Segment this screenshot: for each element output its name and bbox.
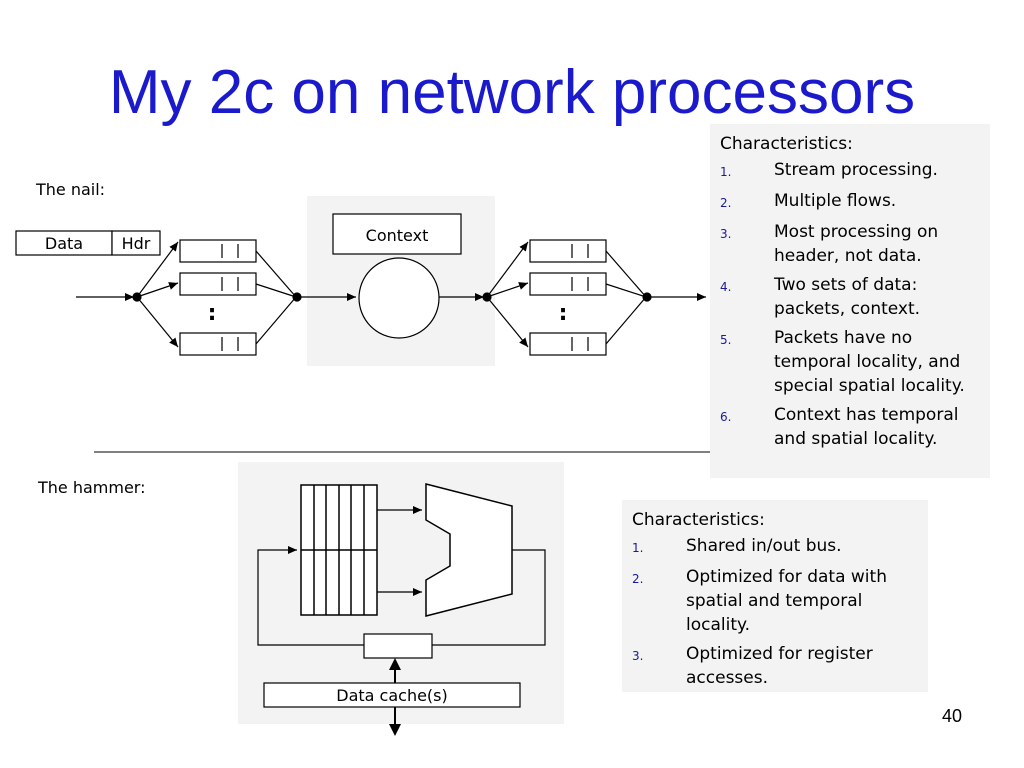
hammer-characteristics-heading: Characteristics: <box>632 510 765 530</box>
packet: Data Hdr <box>15 230 161 256</box>
input-queues <box>76 239 356 356</box>
hammer-label: The hammer: <box>38 478 146 497</box>
output-queues <box>439 239 706 356</box>
slide-title: My 2c on network processors <box>108 58 916 127</box>
alu-shape <box>425 483 513 617</box>
data-cache-label: Data cache(s) <box>336 686 448 705</box>
register-file <box>300 484 378 616</box>
list-item: 5.Packets have no temporal locality, and… <box>720 328 965 396</box>
list-item: 4.Two sets of data: packets, context. <box>720 275 921 319</box>
packet-hdr-label: Hdr <box>122 234 151 253</box>
data-cache-box <box>263 682 521 708</box>
list-item: 2.Multiple flows. <box>720 191 897 211</box>
bus-buffer <box>363 633 433 659</box>
list-item: 1.Shared in/out bus. <box>632 536 842 556</box>
hammer-characteristics: Characteristics: 1.Shared in/out bus. 2.… <box>622 500 928 692</box>
list-item: 2.Optimized for data with spatial and te… <box>632 567 887 635</box>
processor-circle <box>358 257 440 339</box>
packet-data-label: Data <box>45 234 83 253</box>
hammer-characteristics-list: 1.Shared in/out bus. 2.Optimized for dat… <box>632 534 918 690</box>
list-item: 6.Context has temporal and spatial local… <box>720 405 959 449</box>
list-item: 3.Optimized for register accesses. <box>632 644 873 688</box>
left-queue-ellipsis: : <box>208 301 217 326</box>
nail-characteristics-list: 1.Stream processing. 2.Multiple flows. 3… <box>720 158 980 451</box>
context-box <box>332 213 462 255</box>
packet-data-box <box>15 230 113 256</box>
list-item: 3.Most processing on header, not data. <box>720 222 939 266</box>
list-item: 1.Stream processing. <box>720 160 938 180</box>
nail-label: The nail: <box>36 180 106 199</box>
right-queue-ellipsis: : <box>559 301 568 326</box>
packet-hdr-box <box>111 230 161 256</box>
page-number: 40 <box>941 706 962 726</box>
nail-characteristics-heading: Characteristics: <box>720 134 853 154</box>
nail-characteristics: Characteristics: 1.Stream processing. 2.… <box>710 124 990 478</box>
context-label: Context <box>366 226 429 245</box>
